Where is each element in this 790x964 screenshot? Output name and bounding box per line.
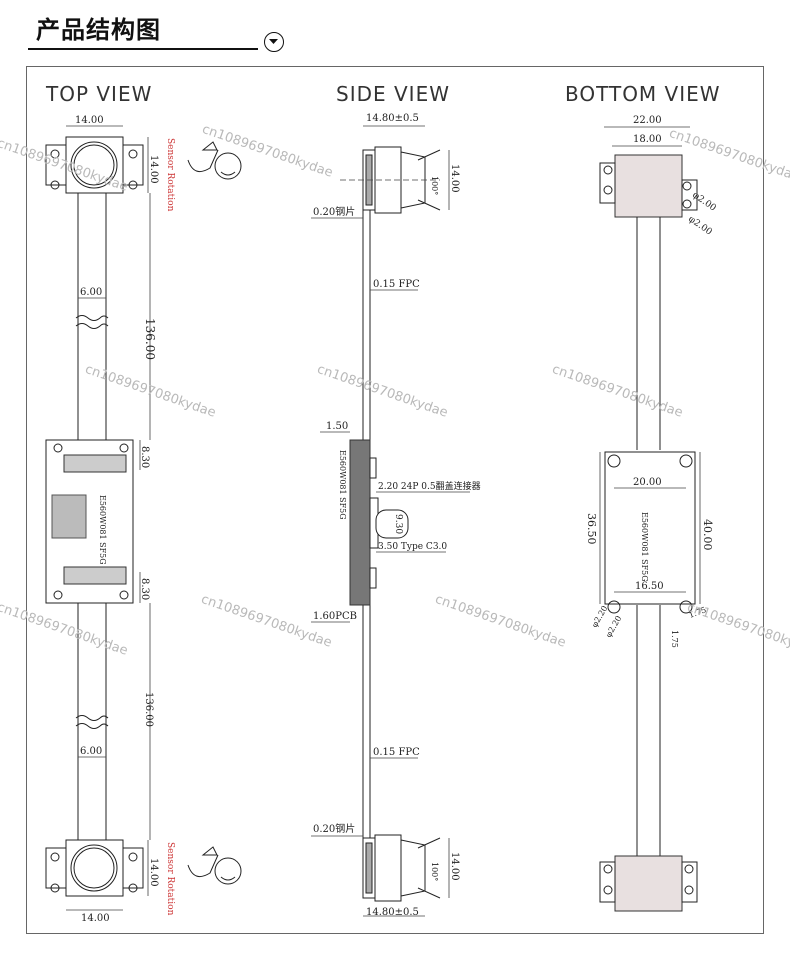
side-camera-bottom [362,834,441,902]
dim-label: 14.00 [148,155,159,184]
pcb-label: E560W081 SF5G [640,512,649,582]
dim-label: 20.00 [633,477,662,488]
dim-label: 14.00 [449,852,460,881]
top-camera-module [45,136,144,194]
rotation-note: Sensor Rotation [165,842,175,916]
side-note: 2.20 24P 0.5翻盖连接器 [378,480,481,492]
dim-label: 8.30 [139,578,150,600]
page-title: 产品结构图 [36,16,161,44]
dim-label: 6.00 [80,287,102,298]
title-underline [28,48,258,50]
bottom-view-board [604,451,696,614]
drawing-frame [26,66,764,934]
side-note: 0.20钢片 [313,822,355,835]
dim-label: 6.00 [80,746,102,757]
side-note: 3.50 Type C3.0 [378,542,447,552]
dim-label: 14.80±0.5 [366,907,419,918]
dim-label: 136.00 [143,318,157,360]
side-note: 0.15 FPC [373,279,420,290]
smiley-face-icon [187,846,242,885]
dim-label: 136.00 [143,692,154,727]
angle-label: 100° [430,862,439,881]
dim-label: 1.75 [670,630,679,648]
pcb-label: E560W081 SF5G [98,495,107,565]
top-view-title: TOP VIEW [46,82,153,106]
bottom-camera-module [45,839,144,897]
angle-label: 100° [430,176,439,195]
hole-label: φ2.20 [590,604,610,629]
chevron-down-icon [269,39,278,44]
dim-label: 1.50 [326,421,348,432]
dim-label: 14.80±0.5 [366,113,419,124]
bottom-view-top-module [599,154,698,218]
top-lower-fpc [75,603,109,840]
dim-label: 14.00 [81,913,110,924]
bottom-view-fpc [636,217,661,856]
pcb-label: E560W081 SF5G [338,450,347,520]
dim-label: 36.50 [585,513,598,545]
hole-label: φ2.00 [686,214,714,237]
dim-label: 9.30 [393,514,403,534]
dim-label: 8.30 [139,446,150,468]
dim-label: 14.00 [75,115,104,126]
rotation-note: Sensor Rotation [165,138,175,212]
dim-label: 14.00 [449,164,460,193]
bottom-view-bottom-module [599,855,698,912]
side-note: 1.60PCB [313,611,357,622]
dim-label: 22.00 [633,115,662,126]
collapse-toggle[interactable] [264,32,284,52]
side-view-title: SIDE VIEW [336,82,450,106]
side-note: 0.20钢片 [313,205,355,218]
dim-label: 18.00 [633,134,662,145]
top-upper-fpc [75,193,109,440]
smiley-face-icon [187,141,242,180]
dim-label: 1.75 [688,605,708,620]
top-main-board [45,439,134,604]
side-camera-top [362,146,441,214]
side-pcb [349,439,409,606]
hole-label: φ2.20 [604,614,624,639]
side-note: 0.15 FPC [373,747,420,758]
dim-label: 14.00 [148,858,159,887]
dim-label: 16.50 [635,581,664,592]
dim-label: 40.00 [701,519,714,551]
bottom-view-title: BOTTOM VIEW [565,82,721,106]
